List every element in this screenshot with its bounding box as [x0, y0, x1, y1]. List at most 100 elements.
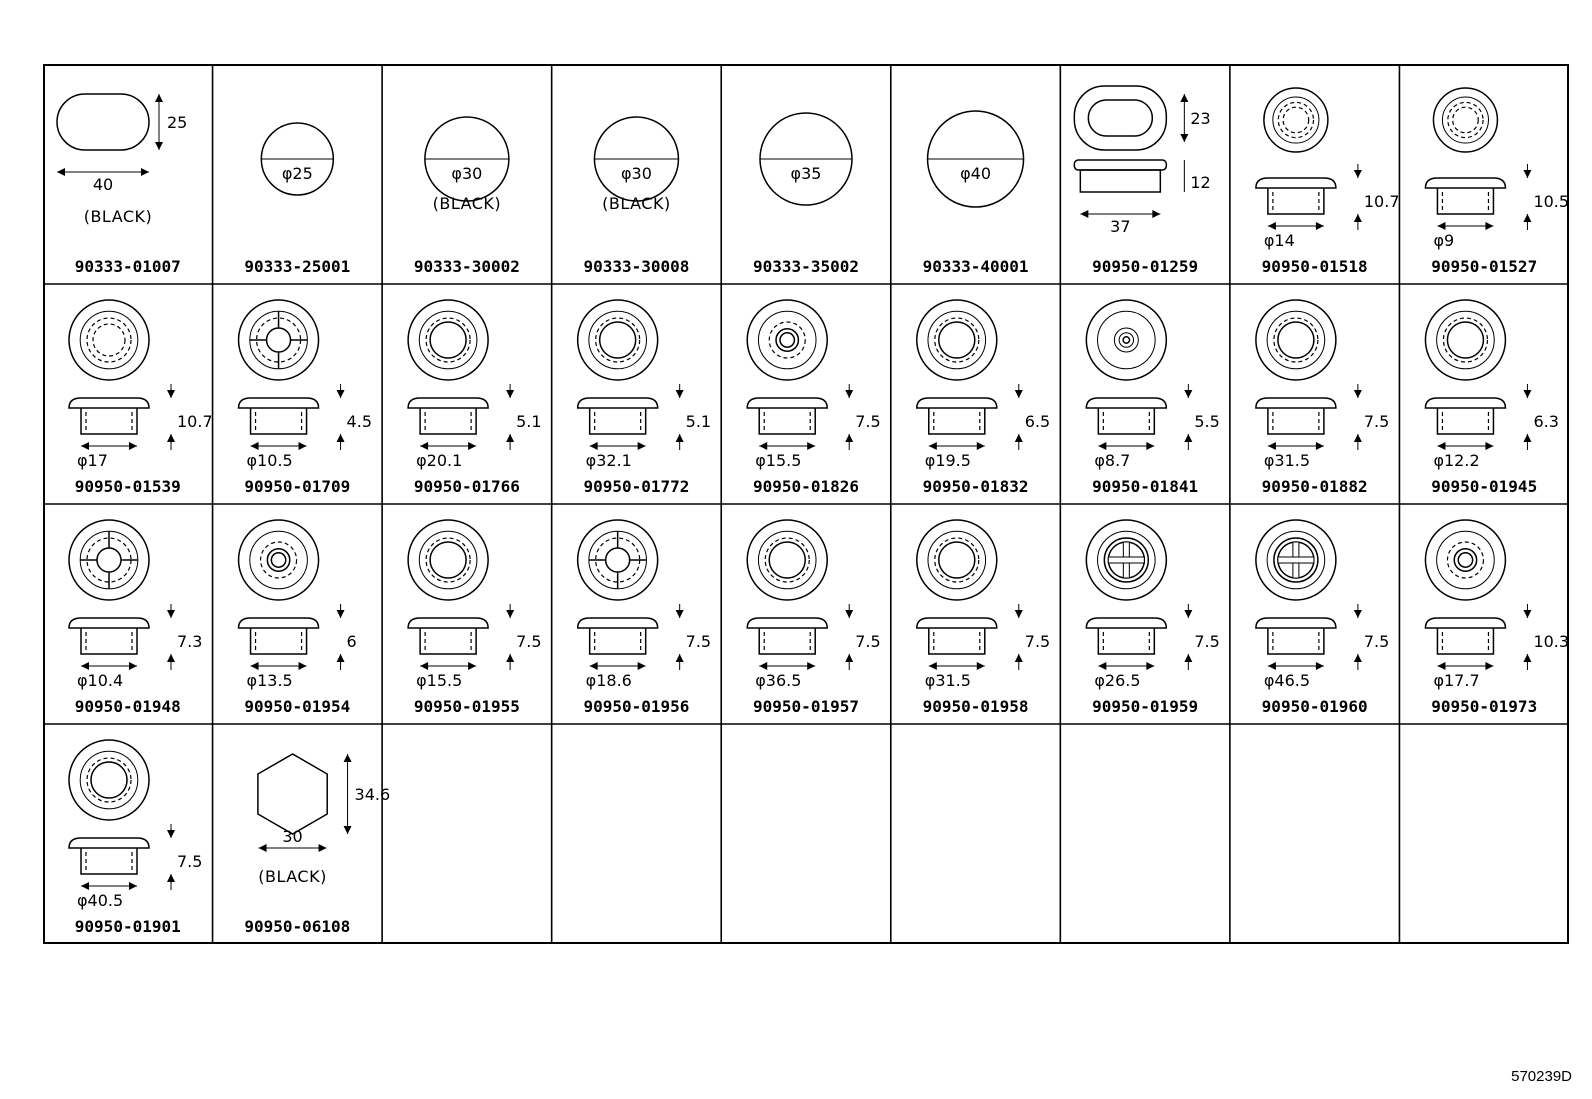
- side-view-body: [758, 628, 816, 655]
- height-dimension: 7.5: [177, 852, 202, 871]
- diameter-dimension: φ17.7: [1433, 671, 1479, 690]
- side-view-flange: [68, 617, 150, 629]
- side-view-flange: [746, 397, 828, 409]
- top-view-outline: [916, 299, 998, 381]
- width-dimension: 37: [1110, 217, 1130, 236]
- part-number: 90950-01948: [75, 697, 181, 716]
- part-number: 90950-01766: [414, 477, 520, 496]
- diameter-dimension: φ19.5: [925, 451, 971, 470]
- top-view-outline: [1085, 299, 1168, 381]
- part-number: 90333-25001: [244, 257, 350, 276]
- side-view-flange: [1073, 159, 1168, 171]
- top-view-outline: [576, 519, 659, 601]
- part-number: 90950-01954: [244, 697, 350, 716]
- side-view-flange: [576, 397, 659, 409]
- part-number: 90333-40001: [923, 257, 1029, 276]
- color-note: (BLACK): [602, 194, 671, 213]
- part-cell-90950-01539: 90950-01539 10.7 φ17: [68, 299, 213, 496]
- top-view-outline: [1255, 519, 1337, 601]
- height-dimension: 6.5: [1025, 412, 1050, 431]
- side-view-body: [928, 408, 986, 435]
- oval-plug-outline: [56, 93, 150, 151]
- color-note: (BLACK): [84, 207, 153, 226]
- part-number: 90950-01518: [1262, 257, 1368, 276]
- diameter-dimension: φ32.1: [586, 451, 632, 470]
- diameter-dimension: φ18.6: [586, 671, 632, 690]
- top-view-outline: [237, 519, 320, 601]
- height-dimension: 7.5: [855, 632, 880, 651]
- drawing-reference-code: 570239D: [1511, 1068, 1572, 1085]
- top-view-outline: [1424, 519, 1507, 601]
- color-note: (BLACK): [258, 867, 327, 886]
- top-view-outline: [746, 299, 828, 381]
- height-dimension: 23: [1190, 109, 1210, 128]
- side-view-body: [1436, 628, 1495, 655]
- part-number: 90950-01527: [1431, 257, 1537, 276]
- side-view-flange: [1085, 617, 1168, 629]
- top-view-outline: [1424, 299, 1507, 381]
- diameter-dimension: φ40: [960, 164, 991, 183]
- diameter-dimension: φ20.1: [416, 451, 462, 470]
- height-dimension: 7.5: [1025, 632, 1050, 651]
- part-cell-90333-40001: 90333-40001 φ40: [923, 110, 1029, 276]
- side-view-flange: [746, 617, 828, 629]
- diameter-dimension: φ25: [282, 164, 313, 183]
- diameter-dimension: φ15.5: [416, 671, 462, 690]
- part-cell-90333-25001: 90333-25001 φ25: [244, 122, 350, 276]
- part-number: 90950-01841: [1092, 477, 1198, 496]
- diameter-dimension: φ17: [77, 451, 108, 470]
- part-number: 90333-35002: [753, 257, 859, 276]
- side-view-body: [1267, 408, 1325, 435]
- height-dimension: 7.5: [1194, 632, 1219, 651]
- part-number: 90950-01539: [75, 477, 181, 496]
- height-dimension: 6.3: [1533, 412, 1558, 431]
- side-view-body: [1267, 188, 1325, 215]
- height-dimension: 10.7: [177, 412, 213, 431]
- side-view-flange: [1424, 617, 1507, 629]
- side-view-flange: [576, 617, 659, 629]
- part-number: 90950-01945: [1431, 477, 1537, 496]
- top-view-outline: [746, 519, 828, 601]
- side-view-body: [1436, 188, 1495, 215]
- height-dimension: 34.6: [355, 785, 391, 804]
- side-view-body: [588, 408, 647, 435]
- diameter-dimension: φ35: [791, 164, 822, 183]
- side-view-flange: [1255, 177, 1337, 189]
- top-view-outline: [407, 519, 489, 601]
- part-number: 90950-01973: [1431, 697, 1537, 716]
- height-dimension: 7.5: [1364, 632, 1389, 651]
- diameter-dimension: φ9: [1433, 231, 1454, 250]
- color-note: (BLACK): [433, 194, 502, 213]
- top-view-outline: [68, 299, 150, 381]
- part-number: 90950-01826: [753, 477, 859, 496]
- part-number: 90950-01955: [414, 697, 520, 716]
- side-view-body: [588, 628, 647, 655]
- height-dimension: 7.5: [1364, 412, 1389, 431]
- side-view-flange: [1255, 617, 1337, 629]
- side-view-flange: [237, 397, 320, 409]
- width-dimension: 40: [93, 175, 113, 194]
- part-number: 90950-01959: [1092, 697, 1198, 716]
- diameter-dimension: φ10.4: [77, 671, 123, 690]
- width-dimension: 30: [282, 827, 302, 846]
- part-number: 90950-01882: [1262, 477, 1368, 496]
- side-view-flange: [1255, 397, 1337, 409]
- side-view-body: [928, 628, 986, 655]
- side-view-flange: [1085, 397, 1168, 409]
- side-view-flange: [1424, 397, 1507, 409]
- side-view-body: [1267, 628, 1325, 655]
